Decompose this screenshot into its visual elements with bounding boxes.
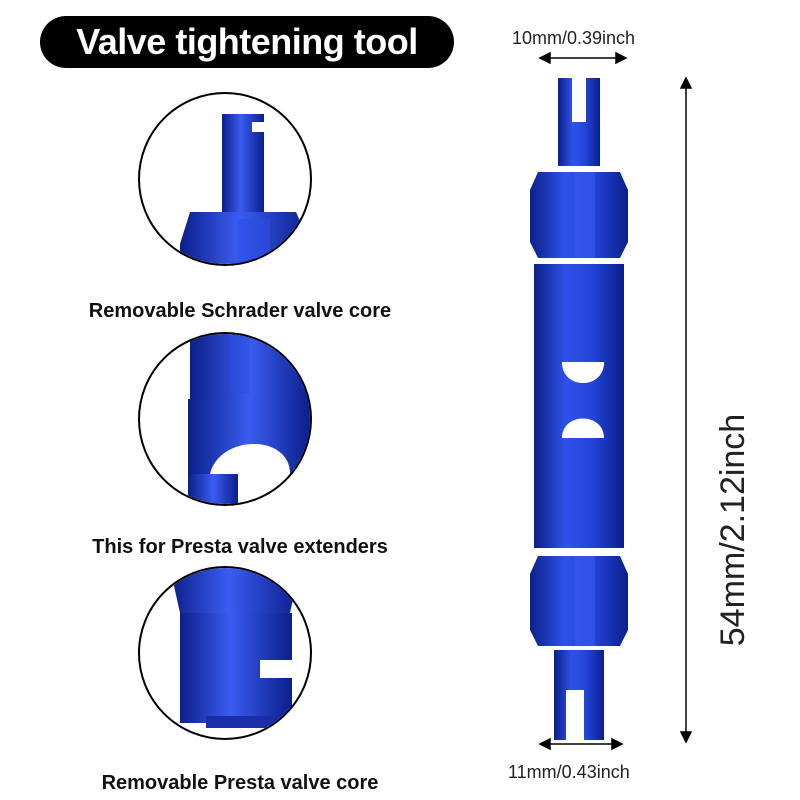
detail-circle-presta-core <box>138 566 312 740</box>
detail-circle-schrader <box>138 92 312 266</box>
schrader-detail-image <box>180 114 310 264</box>
caption-presta-core: Removable Presta valve core <box>101 772 379 794</box>
length-label: 54mm/2.12inch <box>714 413 752 647</box>
bottom-width-label: 11mm/0.43inch <box>508 762 630 782</box>
title-text: Valve tightening tool <box>76 21 418 62</box>
caption-presta-extender: This for Presta valve extenders <box>92 536 388 558</box>
valve-tool-image <box>530 78 628 740</box>
title-banner: Valve tightening tool <box>40 16 454 68</box>
detail-circle-presta-extender <box>138 332 312 506</box>
presta-core-detail-image <box>170 568 300 728</box>
caption-schrader: Removable Schrader valve core <box>88 300 392 322</box>
top-width-label: 10mm/0.39inch <box>512 28 636 48</box>
presta-extender-detail-image <box>188 334 310 504</box>
